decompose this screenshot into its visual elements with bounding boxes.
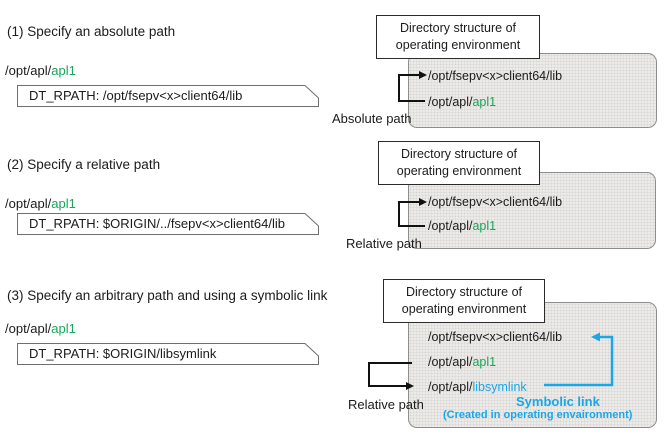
section-1-env-box — [408, 53, 657, 128]
app-path-name: apl1 — [51, 196, 76, 211]
section-1-entry-lib: /opt/fsepv<x>client64/lib — [428, 69, 563, 83]
app-path-name: apl1 — [51, 63, 76, 78]
notched-box-shape — [17, 85, 319, 107]
entry-symlink-prefix: /opt/apl/ — [428, 380, 473, 394]
section-3-path-type-label: Relative path — [348, 397, 424, 412]
section-3-dir-structure-box: Directory structure of operating environ… — [383, 279, 545, 323]
section-1-title: (1) Specify an absolute path — [7, 24, 176, 39]
entry-app-prefix: /opt/apl/ — [428, 95, 473, 109]
entry-app-name: apl1 — [472, 355, 497, 369]
section-3-entry-app: /opt/apl/apl1 — [428, 355, 496, 369]
rpath-value: DT_RPATH: $ORIGIN/libsymlink — [29, 346, 217, 361]
entry-app-prefix: /opt/apl/ — [428, 219, 473, 233]
section-3-app-path: /opt/apl/apl1 — [5, 321, 76, 336]
section-2-title: (2) Specify a relative path — [7, 157, 161, 172]
section-1-path-type-label: Absolute path — [332, 111, 412, 126]
dir-box-line1: Directory structure of — [399, 21, 516, 36]
section-3-rpath-box: DT_RPATH: $ORIGIN/libsymlink — [17, 343, 319, 365]
dir-box-line1: Directory structure of — [405, 285, 522, 300]
entry-app-name: apl1 — [472, 219, 497, 233]
section-1-rpath-box: DT_RPATH: /opt/fsepv<x>client64/lib — [17, 85, 319, 107]
section-2-dir-structure-box: Directory structure of operating environ… — [378, 141, 540, 185]
symlink-subcaption: (Created in operating envaironment) — [443, 409, 633, 421]
section-2-entry-lib: /opt/fsepv<x>client64/lib — [428, 195, 563, 209]
app-path-name: apl1 — [51, 321, 76, 336]
dir-box-line1: Directory structure of — [400, 147, 517, 162]
section-1-dir-structure-box: Directory structure of operating environ… — [376, 15, 540, 59]
section-1-reference-arrow — [398, 71, 427, 102]
section-2-entry-app: /opt/apl/apl1 — [428, 219, 496, 233]
section-1-app-path: /opt/apl/apl1 — [5, 63, 76, 78]
app-path-prefix: /opt/apl/ — [5, 196, 52, 211]
section-3-entry-symlink: /opt/apl/libsymlink — [428, 380, 527, 394]
notched-box-shape — [17, 343, 319, 365]
section-3-reference-arrow — [368, 362, 414, 390]
section-3-title: (3) Specify an arbitrary path and using … — [7, 288, 328, 303]
section-2-reference-arrow — [398, 198, 427, 227]
symlink-caption: Symbolic link — [516, 394, 600, 409]
rpath-value: DT_RPATH: $ORIGIN/../fsepv<x>client64/li… — [29, 216, 285, 231]
section-3-env-box — [408, 302, 657, 428]
symlink-loop-arrow — [544, 332, 614, 387]
entry-app-prefix: /opt/apl/ — [428, 355, 473, 369]
dir-box-line2: operating environment — [401, 302, 527, 316]
section-2-app-path: /opt/apl/apl1 — [5, 196, 76, 211]
section-1-entry-app: /opt/apl/apl1 — [428, 95, 496, 109]
entry-symlink-name: libsymlink — [472, 380, 527, 394]
section-2-rpath-box: DT_RPATH: $ORIGIN/../fsepv<x>client64/li… — [17, 213, 319, 235]
app-path-prefix: /opt/apl/ — [5, 63, 52, 78]
notched-box-shape — [17, 213, 319, 235]
dir-box-line2: operating environment — [396, 164, 522, 178]
entry-app-name: apl1 — [472, 95, 497, 109]
app-path-prefix: /opt/apl/ — [5, 321, 52, 336]
dir-box-line2: operating environment — [395, 38, 521, 52]
section-3-entry-lib: /opt/fsepv<x>client64/lib — [428, 330, 563, 344]
rpath-value: DT_RPATH: /opt/fsepv<x>client64/lib — [29, 88, 243, 103]
section-2-path-type-label: Relative path — [346, 236, 422, 251]
